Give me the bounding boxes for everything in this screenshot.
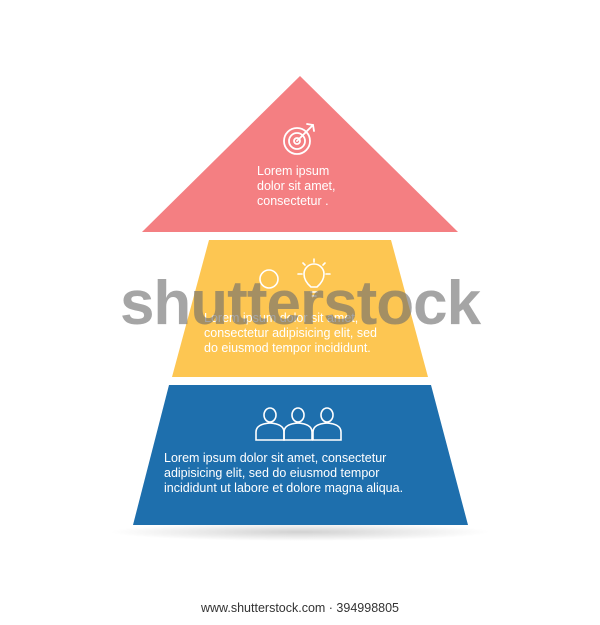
tier-bottom-text: Lorem ipsum dolor sit amet, consectetur … xyxy=(164,451,404,495)
lightbulb-icon xyxy=(259,258,331,297)
tier-middle-trapezoid xyxy=(172,240,428,377)
tier-bottom-trapezoid xyxy=(133,385,468,525)
tier-top-text: Lorem ipsum dolor sit amet, consectetur … xyxy=(257,164,336,208)
base-shadow xyxy=(110,523,490,541)
watermark: shutterstock xyxy=(119,269,481,338)
team-icon xyxy=(255,407,342,441)
tier-middle-text: Lorem ipsum dolor sit amet, consectetur … xyxy=(204,311,378,355)
footer-credit: www.shutterstock.com · 394998805 xyxy=(0,596,600,620)
target-icon xyxy=(283,123,315,155)
